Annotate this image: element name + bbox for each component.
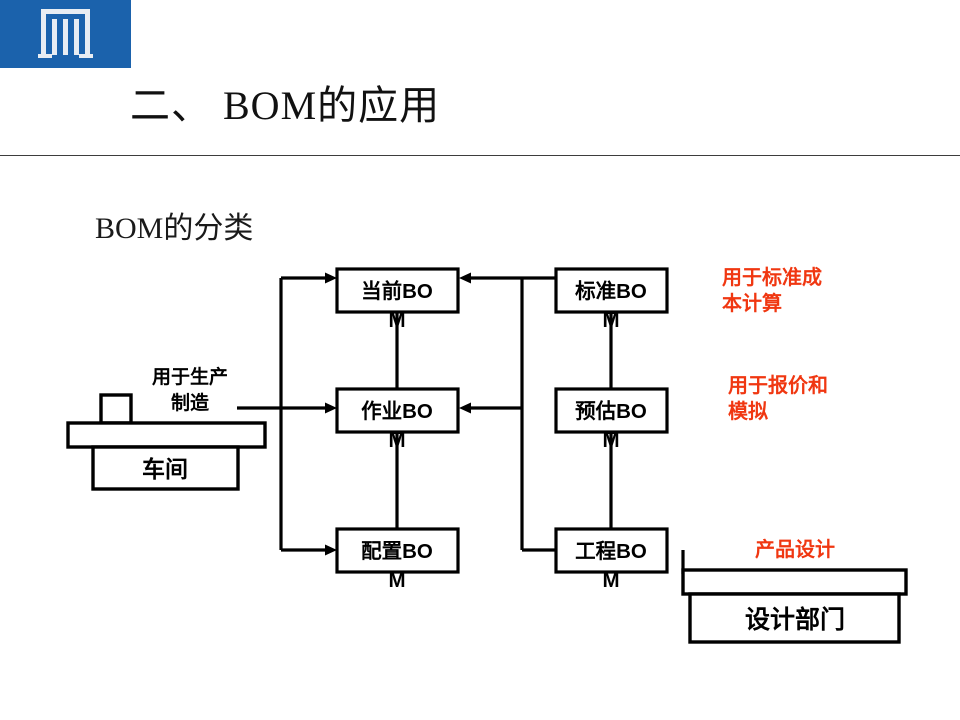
box-estimate-bom[interactable]	[554, 387, 669, 434]
arrowhead-config-left	[325, 544, 337, 556]
box-config-bom-label: 配置BO	[361, 540, 433, 563]
box-current-bom[interactable]	[335, 267, 460, 314]
design-dept-body	[688, 592, 901, 644]
box-current-bom-label: 当前BO	[361, 279, 433, 303]
annotation-quote-line1: 用于报价和	[728, 373, 828, 397]
annotation-standard-cost-line2: 本计算	[722, 291, 782, 315]
box-work-bom[interactable]	[335, 387, 460, 434]
workshop-chimney	[99, 393, 133, 425]
annotation-standard-cost-line1: 用于标准成	[722, 265, 822, 289]
annotation-quote-line2: 模拟	[728, 399, 768, 423]
box-work-bom-label2: M	[388, 429, 405, 452]
arrowhead-work-right	[459, 402, 471, 414]
box-standard-bom-label: 标准BO	[575, 279, 647, 303]
gate-logo-mark	[38, 9, 93, 58]
box-config-bom-label2: M	[388, 569, 405, 592]
arrowhead-work-left	[325, 402, 337, 414]
label-production-line2: 制造	[171, 391, 210, 414]
section-subtitle: BOM的分类	[95, 212, 254, 245]
annotation-product-design: 产品设计	[755, 537, 835, 561]
design-dept-label: 设计部门	[745, 605, 845, 634]
page-title: 二、 BOM的应用	[130, 83, 441, 128]
box-current-bom-label2: M	[388, 309, 405, 332]
gate-logo	[0, 0, 131, 68]
design-dept-roof	[681, 568, 908, 596]
box-standard-bom-label2: M	[602, 309, 619, 332]
entity-design-dept[interactable]: 设计部门	[681, 568, 908, 644]
workshop-roof	[66, 421, 267, 449]
entity-workshop[interactable]: 车间	[66, 393, 267, 491]
title-divider	[0, 155, 960, 156]
box-engineer-bom-label2: M	[602, 569, 619, 592]
box-work-bom-label: 作业BO	[361, 399, 433, 423]
box-engineer-bom[interactable]	[554, 527, 669, 574]
box-config-bom[interactable]	[335, 527, 460, 574]
arrowhead-current-right	[459, 272, 471, 284]
workshop-body	[91, 445, 240, 491]
label-production-line1: 用于生产	[152, 365, 228, 388]
box-estimate-bom-label2: M	[602, 429, 619, 452]
box-estimate-bom-label: 预估BO	[575, 399, 647, 423]
box-engineer-bom-label: 工程BO	[575, 540, 647, 563]
bom-classification-diagram: 当前BO M 作业BO M 配置BO M 标准BO M 预估BO M 工程BO …	[66, 265, 908, 644]
arrowhead-current-left	[325, 272, 337, 284]
box-standard-bom[interactable]	[554, 267, 669, 314]
workshop-label: 车间	[142, 456, 188, 482]
